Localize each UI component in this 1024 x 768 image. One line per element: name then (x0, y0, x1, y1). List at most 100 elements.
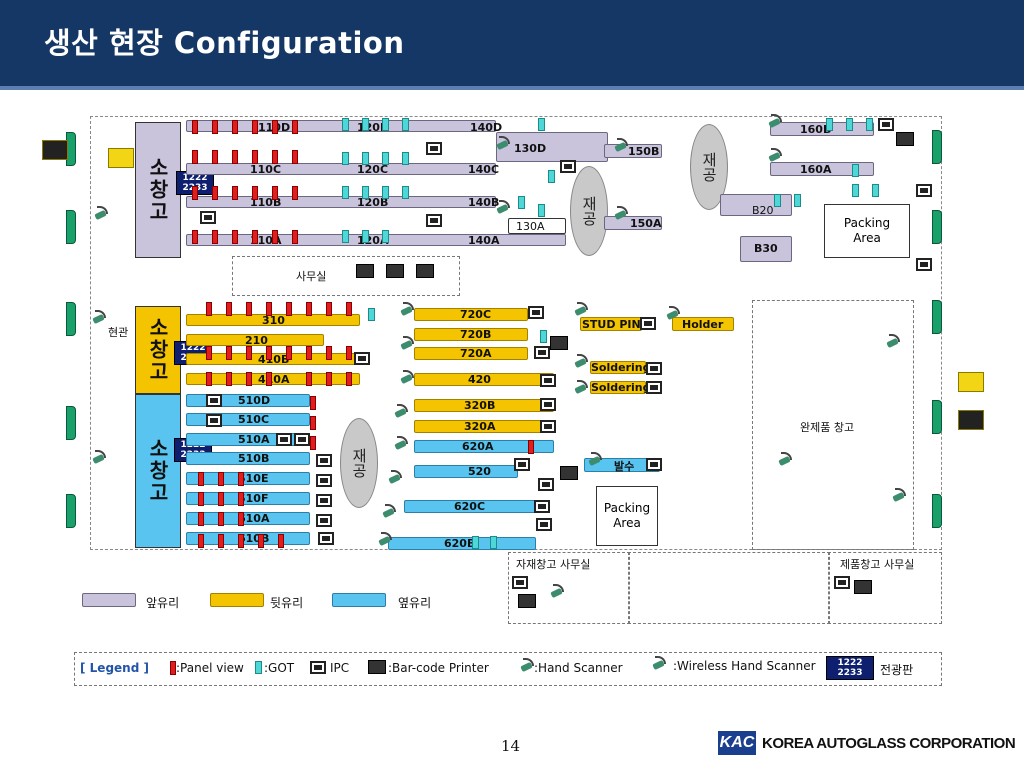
panel-view-icon (286, 302, 292, 316)
rear-glass-swatch (210, 593, 264, 607)
line-label: 320A (464, 420, 496, 433)
ipc-icon (538, 478, 554, 491)
page-number: 14 (501, 737, 521, 755)
dock-door-icon (66, 210, 76, 244)
header-bar (0, 0, 1024, 86)
got-icon (362, 186, 369, 199)
wireless-scanner-icon (494, 136, 510, 154)
ipc-icon (528, 306, 544, 319)
line-label: 520 (468, 465, 491, 478)
company-logo: KAC (718, 731, 756, 755)
got-icon (794, 194, 801, 207)
got-icon (382, 152, 389, 165)
line-label: 510D (238, 394, 271, 407)
got-icon (362, 152, 369, 165)
front-glass-swatch (82, 593, 136, 607)
legend-led-board: 전광판 (880, 663, 914, 677)
line-label: 120C (357, 163, 389, 176)
panel-view-icon (170, 661, 176, 675)
wireless-scanner-icon (386, 470, 402, 488)
panel-view-icon (206, 346, 212, 360)
line-holder (672, 317, 734, 331)
got-icon (362, 118, 369, 131)
panel-view-icon (310, 416, 316, 430)
ipc-icon (316, 474, 332, 487)
line-label: 510E (238, 472, 269, 485)
wireless-scanner-icon (392, 404, 408, 422)
wireless-scanner-icon (90, 450, 106, 468)
panel-view-icon (272, 120, 278, 134)
panel-view-icon (198, 512, 204, 526)
got-icon (255, 661, 262, 674)
truck-icon (958, 410, 984, 430)
ipc-icon (426, 214, 442, 227)
panel-view-icon (232, 150, 238, 164)
line-b30 (740, 236, 792, 262)
ipc-icon (200, 211, 216, 224)
panel-view-icon (310, 436, 316, 450)
panel-view-icon (212, 230, 218, 244)
line-510f (186, 492, 310, 505)
line-520 (414, 465, 518, 478)
line-610a (186, 512, 310, 525)
legend-hand-scanner: :Hand Scanner (534, 661, 623, 675)
ipc-icon (540, 420, 556, 433)
page-title: 생산 현장 Configuration (44, 26, 405, 60)
panel-view-icon (192, 230, 198, 244)
line-label: 150B (628, 145, 660, 158)
got-icon (402, 186, 409, 199)
panel-view-icon (232, 120, 238, 134)
ipc-icon (646, 458, 662, 471)
wireless-scanner-icon (612, 206, 628, 224)
got-icon (342, 230, 349, 243)
ipc-icon (310, 661, 326, 674)
panel-view-icon (272, 230, 278, 244)
front-glass-label: 앞유리 (146, 596, 180, 610)
ipc-icon (540, 398, 556, 411)
truck-icon (42, 140, 68, 160)
panel-view-icon (246, 302, 252, 316)
wireless-scanner-icon (776, 452, 792, 470)
panel-view-icon (292, 120, 298, 134)
panel-view-icon (212, 150, 218, 164)
side-glass-swatch (332, 593, 386, 607)
panel-view-icon (238, 534, 244, 548)
line-soldering (590, 361, 646, 374)
panel-view-icon (218, 492, 224, 506)
line-label: 140D (470, 121, 503, 134)
line-label: 720B (460, 328, 492, 341)
got-icon (540, 330, 547, 343)
line-label: 140C (468, 163, 500, 176)
ipc-icon (646, 381, 662, 394)
panel-view-icon (326, 372, 332, 386)
wireless-scanner-icon (612, 138, 628, 156)
wireless-scanner-icon (650, 656, 666, 674)
panel-view-icon (232, 186, 238, 200)
got-icon (362, 230, 369, 243)
line-210 (186, 334, 324, 346)
wip-area: 재공 (340, 418, 378, 508)
ipc-icon (206, 394, 222, 407)
panel-view-icon (252, 120, 258, 134)
wireless-scanner-icon (380, 504, 396, 522)
ipc-icon (316, 494, 332, 507)
legend-wireless-scanner: :Wireless Hand Scanner (673, 659, 816, 673)
line-label: 510A (238, 433, 270, 446)
storage-side: 소창고 (135, 394, 181, 548)
ipc-icon (294, 433, 310, 446)
panel-view-icon (306, 346, 312, 360)
line-510b (186, 452, 310, 465)
ipc-icon (276, 433, 292, 446)
wireless-scanner-icon (92, 206, 108, 224)
panel-view-icon (192, 186, 198, 200)
panel-view-icon (528, 440, 534, 454)
wireless-scanner-icon (398, 336, 414, 354)
rear-glass-label: 뒷유리 (270, 596, 304, 610)
ipc-icon (646, 362, 662, 375)
got-icon (548, 170, 555, 183)
got-icon (774, 194, 781, 207)
line-110a (186, 234, 566, 246)
ipc-icon (514, 458, 530, 471)
entrance-label: 현관 (108, 326, 129, 339)
panel-view-icon (292, 150, 298, 164)
